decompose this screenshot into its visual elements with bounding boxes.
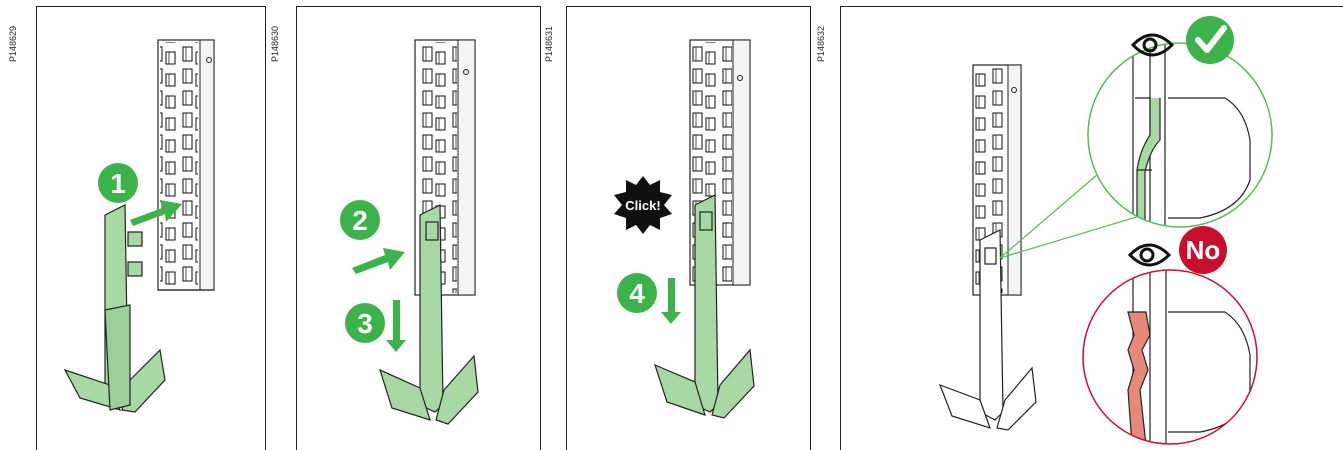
svg-text:4: 4 xyxy=(629,278,645,309)
down-arrow-icon xyxy=(386,300,406,352)
step-badge: 4 xyxy=(617,273,657,313)
step-badge: 1 xyxy=(98,163,138,203)
check-icon xyxy=(1186,16,1234,64)
svg-text:2: 2 xyxy=(352,205,368,236)
down-arrow-icon xyxy=(661,278,681,324)
svg-text:Click!: Click! xyxy=(625,198,660,213)
rail xyxy=(158,40,214,290)
click-burst-icon: Click! xyxy=(614,176,672,234)
push-arrow-icon xyxy=(352,248,405,274)
step-badge: 2 xyxy=(340,200,380,240)
svg-text:1: 1 xyxy=(110,168,126,199)
eye-icon xyxy=(1130,245,1169,265)
svg-text:3: 3 xyxy=(357,308,373,339)
bracket-part xyxy=(65,205,165,412)
ok-detail-view xyxy=(1088,40,1272,230)
bad-detail-view xyxy=(1083,270,1257,445)
no-badge: No xyxy=(1179,226,1227,274)
step-badge: 3 xyxy=(345,303,385,343)
svg-text:No: No xyxy=(1186,235,1221,265)
